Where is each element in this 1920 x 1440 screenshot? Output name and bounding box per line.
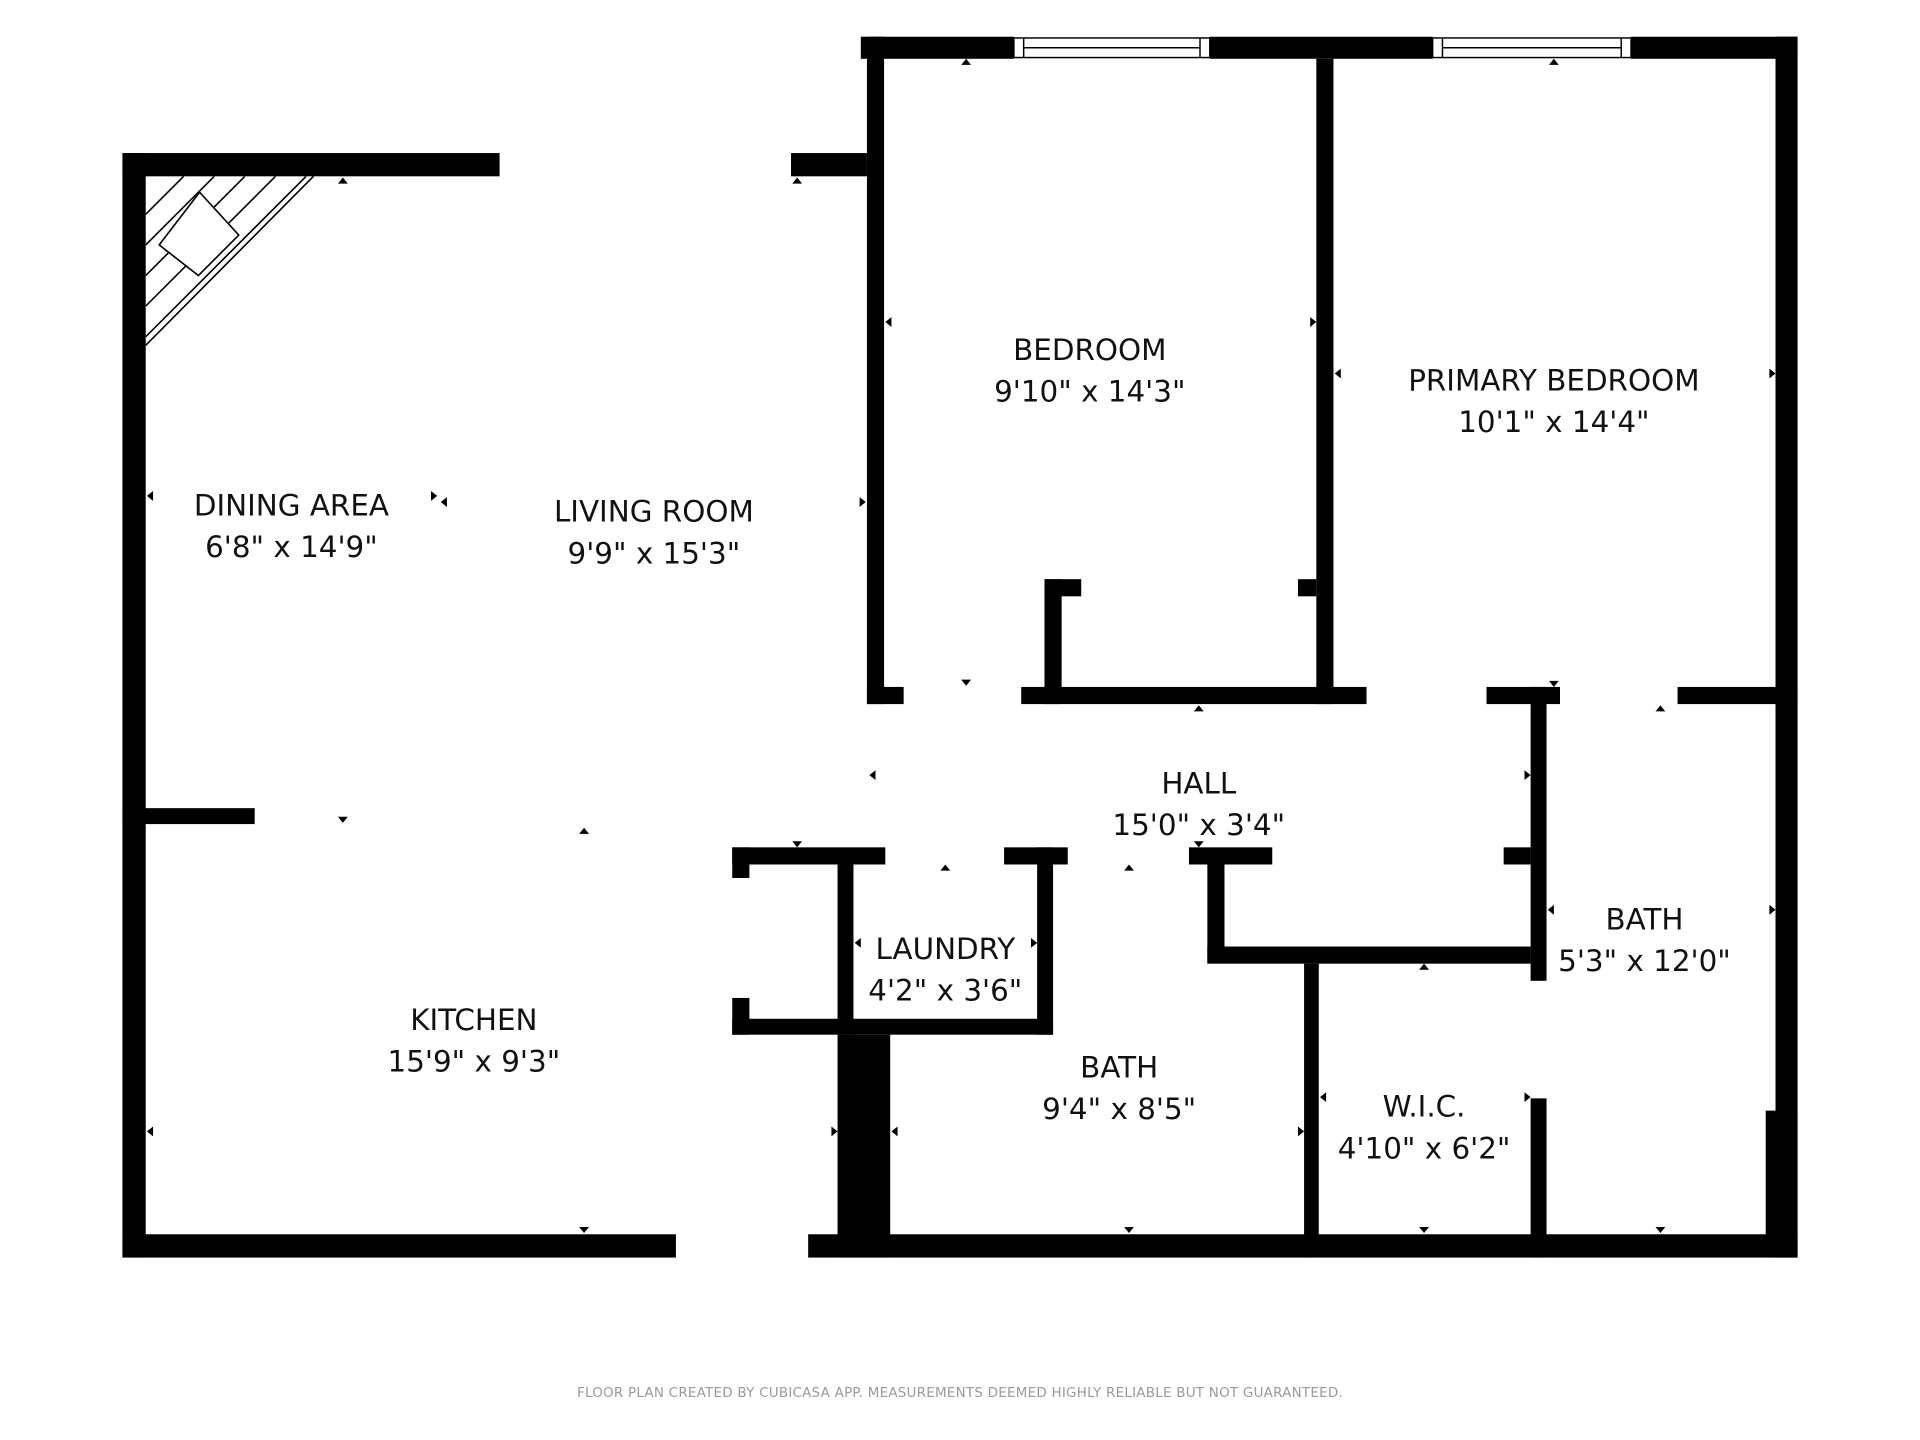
room-dims: 9'4" x 8'5" [1042,1092,1196,1126]
room-name: HALL [1161,766,1237,800]
room-name: BATH [1080,1051,1158,1085]
room-name: PRIMARY BEDROOM [1408,364,1699,398]
room-laundry: LAUNDRY 4'2" x 3'6" [868,932,1022,1008]
room-name: LIVING ROOM [554,495,754,529]
room-dims: 15'0" x 3'4" [1112,808,1285,842]
room-dims: 4'2" x 3'6" [868,973,1022,1007]
room-dims: 5'3" x 12'0" [1558,944,1731,978]
fireplace-icon [145,175,315,346]
window-bedroom [1013,37,1211,59]
room-name: KITCHEN [410,1003,537,1037]
room-dims: 9'9" x 15'3" [568,536,741,570]
room-primary-bedroom: PRIMARY BEDROOM 10'1" x 14'4" [1408,364,1699,440]
room-dims: 9'10" x 14'3" [994,375,1185,409]
room-dims: 4'10" x 6'2" [1338,1131,1511,1165]
room-dining-area: DINING AREA 6'8" x 14'9" [194,489,389,565]
room-living-room: LIVING ROOM 9'9" x 15'3" [554,495,754,571]
room-bath: BATH 9'4" x 8'5" [1042,1051,1196,1127]
room-dims: 6'8" x 14'9" [205,530,378,564]
room-name: BATH [1605,902,1683,936]
room-bedroom: BEDROOM 9'10" x 14'3" [994,333,1185,409]
room-name: LAUNDRY [875,932,1015,966]
room-name: W.I.C. [1383,1090,1466,1124]
room-kitchen: KITCHEN 15'9" x 9'3" [388,1003,561,1079]
room-name: BEDROOM [1013,333,1166,367]
room-name: DINING AREA [194,489,389,523]
walls [122,36,1798,1258]
dimension-markers [146,58,1776,1234]
room-wic: W.I.C. 4'10" x 6'2" [1338,1090,1511,1166]
room-bath-2: BATH 5'3" x 12'0" [1558,902,1731,978]
footer-disclaimer: FLOOR PLAN CREATED BY CUBICASA APP. MEAS… [577,1386,1343,1401]
room-dims: 10'1" x 14'4" [1458,405,1649,439]
room-hall: HALL 15'0" x 3'4" [1112,766,1285,842]
room-dims: 15'9" x 9'3" [388,1044,561,1078]
window-primary-bedroom [1431,37,1632,59]
